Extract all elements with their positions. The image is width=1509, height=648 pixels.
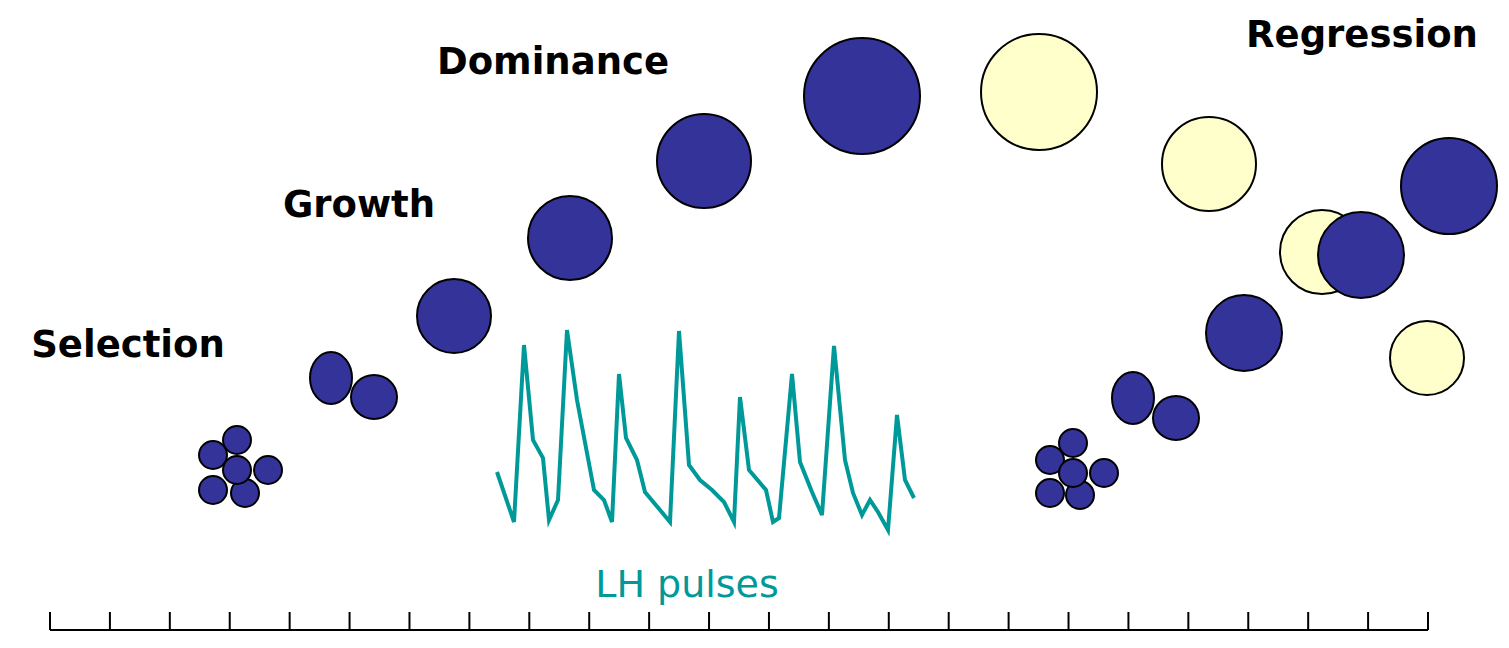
axis-tick [828,612,830,630]
axis-tick [648,612,650,630]
axis-tick [229,612,231,630]
axis-tick [1127,612,1129,630]
axis-tick [1187,612,1189,630]
follicle-pair [310,352,397,419]
phase-label: Dominance [437,42,669,83]
axis-tick [109,612,111,630]
axis-tick [528,612,530,630]
axis-ticks [50,612,1428,630]
axis-tick [948,612,950,630]
phase-label: Regression [1246,15,1478,56]
phase-label: Growth [283,185,435,226]
axis-tick [349,612,351,630]
time-axis [50,629,1428,631]
axis-tick [49,612,51,630]
axis-tick [1307,612,1309,630]
axis-tick [708,612,710,630]
axis-tick [1008,612,1010,630]
follicle-cluster [199,426,282,507]
regressing-follicles [981,34,1256,211]
follicle-pair [1112,372,1199,440]
axis-tick [588,612,590,630]
axis-tick [1068,612,1070,630]
signal-label: LH pulses [595,564,779,606]
axis-tick [408,612,410,630]
axis-tick [1247,612,1249,630]
axis-tick [768,612,770,630]
next-wave-follicles [1206,138,1497,395]
growing-follicles [417,38,920,353]
axis-tick [1427,612,1429,630]
follicle-cluster [1036,429,1118,509]
axis-tick [468,612,470,630]
axis-tick [169,612,171,630]
phase-label: Selection [31,325,225,366]
axis-tick [1367,612,1369,630]
axis-tick [289,612,291,630]
axis-tick [888,612,890,630]
lh-pulse-trace [497,330,914,530]
